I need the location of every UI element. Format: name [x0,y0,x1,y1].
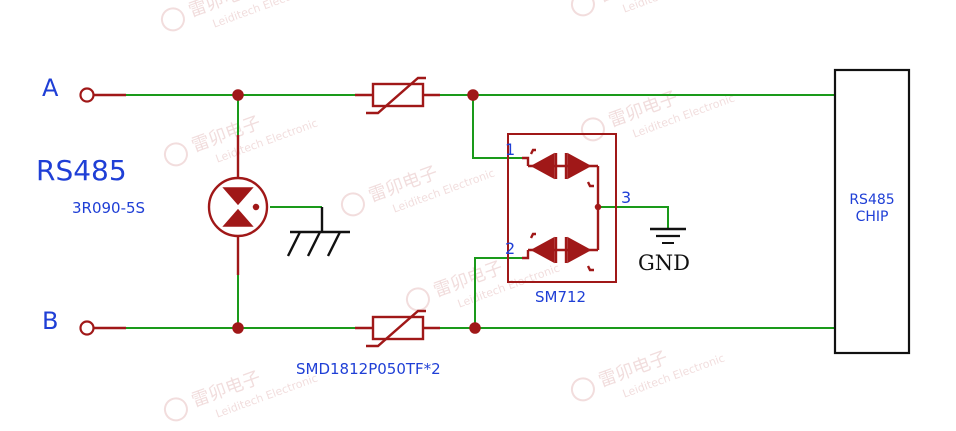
tvs-pin-1-label: 1 [505,140,515,159]
terminal-b-circle [79,320,95,336]
chassis-ground-icon [286,207,350,257]
wire-tvs-pin3 [600,206,669,228]
gnd-label: GND [638,251,690,275]
node-b-label: B [42,307,58,335]
watermark-en: Leiditech Electronic [621,0,727,16]
bus-label: RS485 [36,154,127,187]
chip-label-line1: RS485 [849,192,894,208]
wire-tvs-pin1 [472,95,522,159]
terminal-a-circle [79,87,95,103]
junction-dot [467,89,479,101]
watermark-2: 雷卯电子 Leiditech Electronic [570,0,727,17]
node-a-label: A [42,74,59,102]
chip-label-line2: CHIP [856,209,889,225]
junction-dot [469,322,481,334]
junction-dot [232,89,244,101]
terminal-a [79,87,126,103]
watermark-8: 雷卯电子 Leiditech Electronic [570,347,726,402]
tvs-outline [507,133,617,283]
ptc-resistor-top [355,76,440,115]
junctions [232,89,481,334]
junction-dot [232,322,244,334]
tvs-pin-3-label: 3 [621,188,631,207]
watermark-3: 雷卯电子 Leiditech Electronic [163,112,319,167]
gas-discharge-tube [207,135,269,275]
wire-tvs-pin2 [474,257,522,328]
ground-icon [650,227,686,244]
ptc-resistor-bottom [355,309,440,348]
ptc-part-label: SMD1812P050TF*2 [296,360,441,378]
tvs-part-label: SM712 [535,288,586,306]
watermark-1: 雷卯电子 Leiditech Electronic [160,0,316,32]
rs485-chip-block [833,68,911,355]
gdt-part-label: 3R090-5S [72,199,145,217]
terminal-b [79,320,126,336]
watermark-5: 雷卯电子 Leiditech Electronic [580,87,736,142]
tvs-pin-2-label: 2 [505,239,515,258]
tvs-array-sm712 [507,133,617,283]
